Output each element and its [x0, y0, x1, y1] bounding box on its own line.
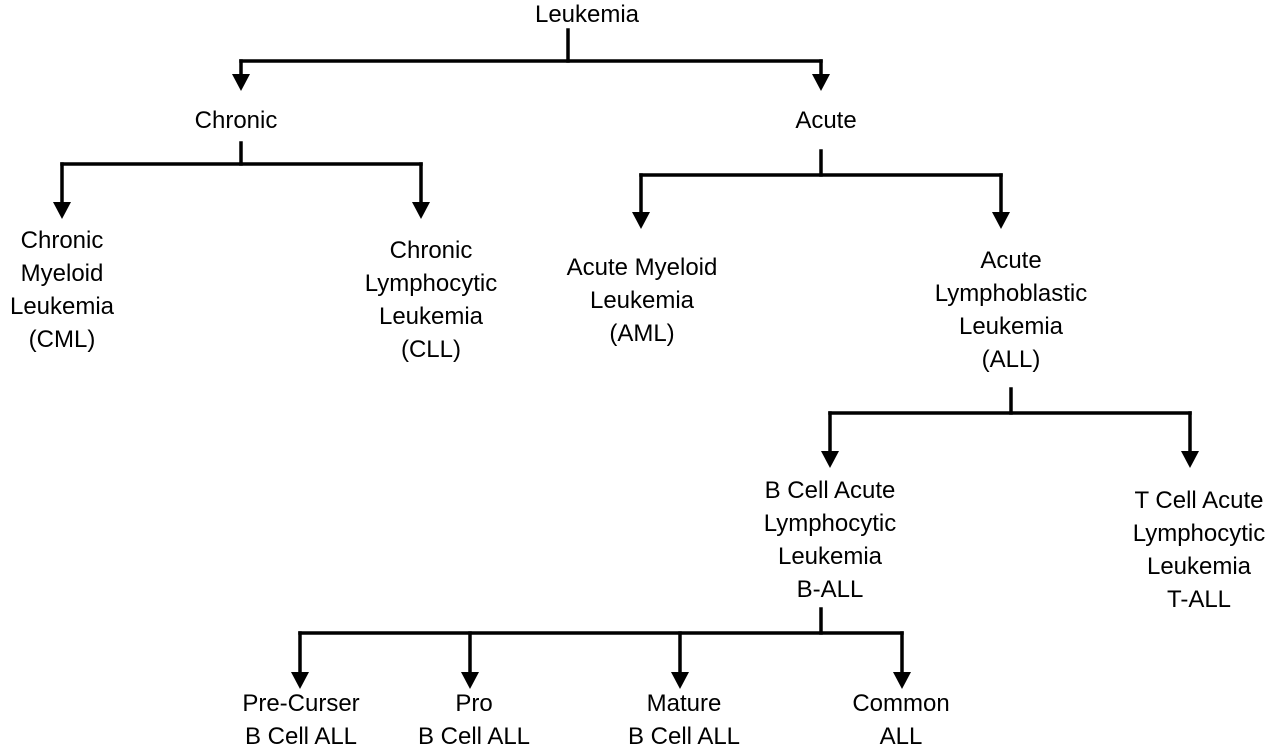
node-cll: Chronic Lymphocytic Leukemia (CLL) [365, 234, 498, 366]
node-common-line-2: ALL [879, 723, 923, 750]
node-all-line-2: Lymphoblastic [934, 280, 1088, 307]
node-aml-line-1: Acute Myeloid [566, 254, 718, 281]
node-cml-line-3: Leukemia [9, 293, 115, 320]
node-mature-b-cell-all: Mature B Cell ALL [628, 687, 740, 753]
node-chronic-line-1: Chronic [194, 107, 278, 134]
node-b-all-line-2: Lymphocytic [763, 510, 897, 537]
node-b-all-line-3: Leukemia [777, 543, 883, 570]
node-pre-curser-line-1: Pre-Curser [242, 690, 360, 717]
node-cll-line-2: Lymphocytic [364, 270, 498, 297]
node-common-line-1: Common [852, 690, 950, 717]
b-all-to-common-arrowhead [893, 672, 911, 689]
node-pro-line-2: B Cell ALL [417, 723, 531, 750]
node-chronic: Chronic [195, 104, 278, 137]
node-pre-curser-b-cell-all: Pre-Curser B Cell ALL [242, 687, 359, 753]
node-all: Acute Lymphoblastic Leukemia (ALL) [935, 244, 1088, 376]
node-t-all-line-1: T Cell Acute [1134, 487, 1264, 514]
node-pro-line-1: Pro [455, 690, 493, 717]
node-acute-line-1: Acute [795, 107, 857, 134]
node-cll-line-3: Leukemia [378, 303, 484, 330]
node-cll-line-4: (CLL) [400, 336, 461, 363]
leukemia-to-chronic-arrowhead [232, 74, 250, 91]
node-t-all-line-4: T-ALL [1166, 586, 1232, 613]
node-all-line-1: Acute [980, 247, 1042, 274]
node-t-all: T Cell Acute Lymphocytic Leukemia T-ALL [1133, 484, 1266, 616]
node-pre-curser-line-2: B Cell ALL [244, 723, 358, 750]
node-cll-line-1: Chronic [389, 237, 473, 264]
node-b-all-line-4: B-ALL [796, 576, 864, 603]
node-cml-line-4: (CML) [28, 326, 96, 353]
node-b-all: B Cell Acute Lymphocytic Leukemia B-ALL [764, 474, 897, 606]
all-to-b-all-arrowhead [821, 451, 839, 468]
node-pro-b-cell-all: Pro B Cell ALL [418, 687, 530, 753]
leukemia-to-acute-arrowhead [812, 74, 830, 91]
node-cml: Chronic Myeloid Leukemia (CML) [10, 224, 114, 356]
node-leukemia: Leukemia [535, 0, 639, 31]
node-leukemia-line-1: Leukemia [534, 1, 640, 28]
node-common-all: Common ALL [852, 687, 949, 753]
node-cml-line-1: Chronic [20, 227, 104, 254]
node-mature-line-2: B Cell ALL [627, 723, 741, 750]
node-aml: Acute Myeloid Leukemia (AML) [567, 251, 718, 350]
acute-to-aml-arrowhead [632, 212, 650, 229]
node-all-line-4: (ALL) [981, 346, 1041, 373]
chronic-to-cll-arrowhead [412, 202, 430, 219]
node-aml-line-3: (AML) [609, 320, 675, 347]
b-all-to-pro-arrowhead [461, 672, 479, 689]
chronic-to-cml-arrowhead [53, 202, 71, 219]
node-t-all-line-2: Lymphocytic [1132, 520, 1266, 547]
b-all-to-mature-arrowhead [671, 672, 689, 689]
node-acute: Acute [795, 104, 856, 137]
node-t-all-line-3: Leukemia [1146, 553, 1252, 580]
node-cml-line-2: Myeloid [20, 260, 104, 287]
node-b-all-line-1: B Cell Acute [764, 477, 896, 504]
node-mature-line-1: Mature [646, 690, 722, 717]
node-all-line-3: Leukemia [958, 313, 1064, 340]
all-to-t-all-arrowhead [1181, 451, 1199, 468]
acute-to-all-arrowhead [992, 212, 1010, 229]
node-aml-line-2: Leukemia [589, 287, 695, 314]
b-all-to-pre-curser-arrowhead [291, 672, 309, 689]
